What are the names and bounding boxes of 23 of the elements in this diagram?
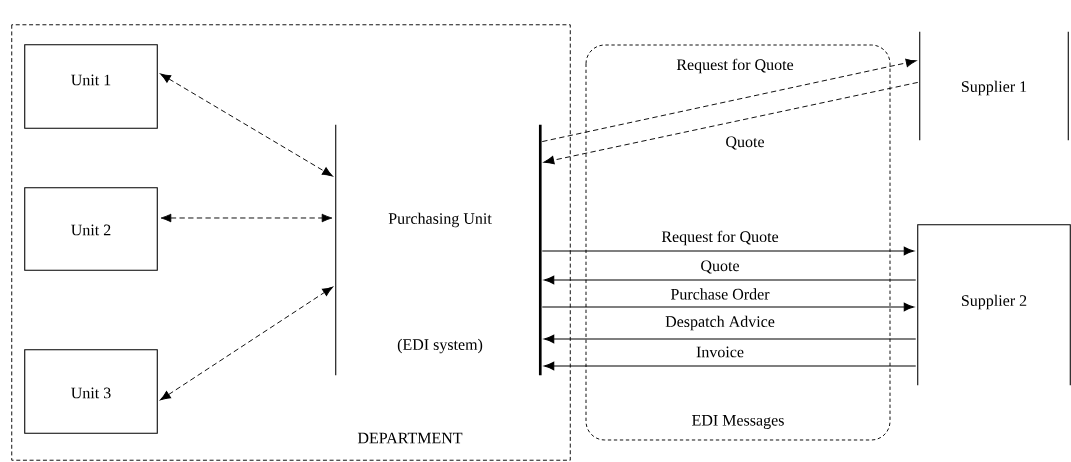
unit-box: Unit 2 bbox=[24, 187, 158, 271]
edge-label: Despatch Advice bbox=[663, 314, 777, 332]
arrow bbox=[541, 302, 915, 312]
arrow bbox=[160, 73, 333, 177]
edge-label: Purchase Order bbox=[669, 287, 771, 301]
arrow bbox=[543, 334, 917, 344]
supplier-box: Supplier 2 bbox=[917, 224, 1071, 386]
arrow bbox=[543, 361, 917, 371]
arrow bbox=[543, 81, 919, 165]
unit-box: Unit 3 bbox=[24, 349, 158, 434]
edge-label: Invoice bbox=[694, 345, 746, 359]
edge-label: Request for Quote bbox=[660, 229, 780, 247]
unit-box: Unit 1 bbox=[24, 44, 158, 129]
system-bars: Purchasing Unit (EDI system) bbox=[335, 124, 542, 376]
edge-label: Request for Quote bbox=[675, 57, 795, 75]
edge-label: Quote bbox=[724, 135, 766, 151]
edge-label: Quote bbox=[699, 259, 741, 275]
supplier-lines: Supplier 1 bbox=[919, 31, 1069, 141]
arrow bbox=[541, 246, 915, 256]
arrow bbox=[160, 213, 333, 223]
arrow bbox=[541, 58, 917, 143]
arrow bbox=[160, 286, 333, 401]
arrow bbox=[543, 275, 917, 285]
